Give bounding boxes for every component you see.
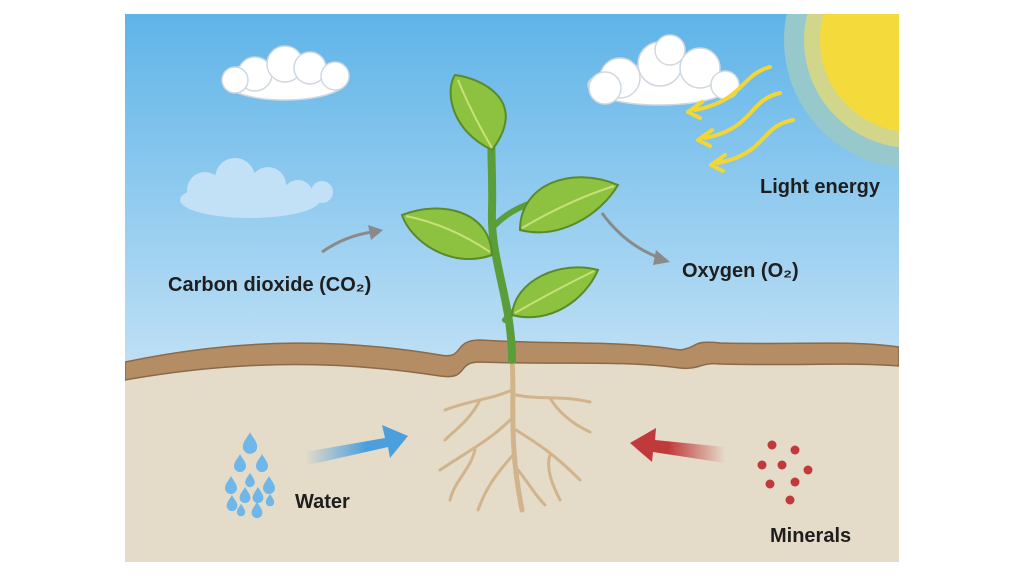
minerals-arrow xyxy=(630,428,725,463)
water-drop xyxy=(234,454,246,472)
cloud xyxy=(180,158,333,218)
co2-arrow xyxy=(321,225,383,254)
leaf xyxy=(510,266,600,319)
oxygen-arrow xyxy=(600,212,670,265)
label-minerals: Minerals xyxy=(770,525,851,547)
light-arrows xyxy=(686,65,795,173)
water-drop xyxy=(265,493,275,507)
cloud xyxy=(221,45,350,101)
water-drop xyxy=(225,476,237,494)
cloud xyxy=(587,34,740,106)
label-light-energy: Light energy xyxy=(760,176,881,198)
label-carbon-dioxide: Carbon dioxide (CO₂) xyxy=(168,274,371,296)
leaf xyxy=(449,73,507,152)
water-drop xyxy=(245,472,255,488)
water-drop xyxy=(263,476,275,494)
leaf xyxy=(400,207,494,261)
water-drop xyxy=(251,501,263,519)
water-drop xyxy=(236,503,246,517)
label-oxygen: Oxygen (O₂) xyxy=(682,260,799,282)
water-drop xyxy=(242,432,258,454)
water-drop xyxy=(239,486,251,504)
mineral-dots-icon xyxy=(757,440,813,505)
sun xyxy=(784,14,899,168)
label-water: Water xyxy=(295,491,350,513)
leaf xyxy=(518,176,620,234)
water-drops-icon xyxy=(225,432,275,519)
water-drop xyxy=(256,454,268,472)
water-drop xyxy=(252,486,264,504)
roots xyxy=(438,355,592,513)
water-drop xyxy=(226,494,238,512)
water-arrow xyxy=(305,425,408,465)
